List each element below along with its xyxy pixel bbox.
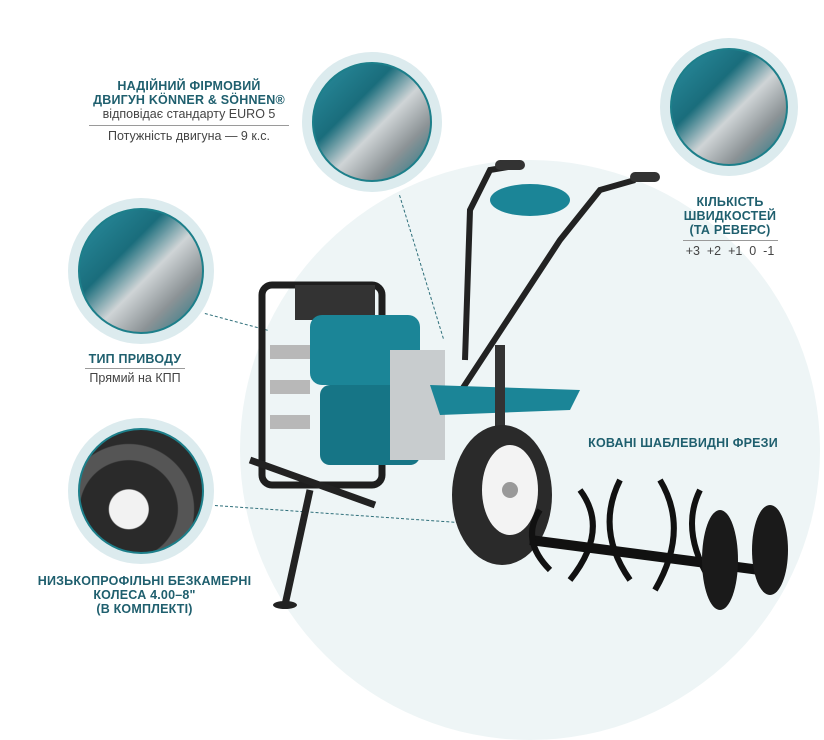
engine-standard: відповідає стандарту EURO 5 xyxy=(102,107,276,121)
speeds-title-line1: КІЛЬКІСТЬ xyxy=(696,195,764,209)
wheels-title-line1: НИЗЬКОПРОФІЛЬНІ БЕЗКАМЕРНІ xyxy=(37,574,252,588)
speeds-title-line3: (ТА РЕВЕРС) xyxy=(689,223,771,237)
engine-title-line2: ДВИГУН KÖNNER & SÖHNEN® xyxy=(93,93,285,107)
tillers-callout: КОВАНІ ШАБЛЕВИДНІ ФРЕЗИ xyxy=(578,436,788,450)
wheels-title-line2: КОЛЕСА 4.00–8" xyxy=(93,588,196,602)
drive-callout: ТИП ПРИВОДУ Прямий на КПП xyxy=(70,352,200,386)
speeds-values: +3 +2 +1 0 -1 xyxy=(685,244,775,258)
drive-inset-photo xyxy=(68,198,214,344)
speeds-callout: КІЛЬКІСТЬ ШВИДКОСТЕЙ (ТА РЕВЕРС) +3 +2 +… xyxy=(660,195,800,259)
wheels-callout: НИЗЬКОПРОФІЛЬНІ БЕЗКАМЕРНІ КОЛЕСА 4.00–8… xyxy=(22,574,267,616)
cultivator-illustration xyxy=(248,160,788,610)
wheels-title-line3: (В КОМПЛЕКТІ) xyxy=(96,602,193,616)
drive-divider xyxy=(85,368,185,369)
engine-divider xyxy=(89,125,289,126)
speeds-divider xyxy=(682,240,778,241)
drive-type: Прямий на КПП xyxy=(89,371,181,385)
engine-title-line1: НАДІЙНИЙ ФІРМОВИЙ xyxy=(117,79,261,93)
engine-inset-photo xyxy=(302,52,442,192)
wheel-inset-photo xyxy=(68,418,214,564)
tillers-title: КОВАНІ ШАБЛЕВИДНІ ФРЕЗИ xyxy=(588,436,778,450)
drive-title: ТИП ПРИВОДУ xyxy=(88,352,182,366)
engine-power: Потужність двигуна — 9 к.с. xyxy=(107,129,271,143)
engine-callout: НАДІЙНИЙ ФІРМОВИЙ ДВИГУН KÖNNER & SÖHNEN… xyxy=(84,79,294,144)
gearbox-inset-photo xyxy=(660,38,798,176)
speeds-title-line2: ШВИДКОСТЕЙ xyxy=(683,209,777,223)
